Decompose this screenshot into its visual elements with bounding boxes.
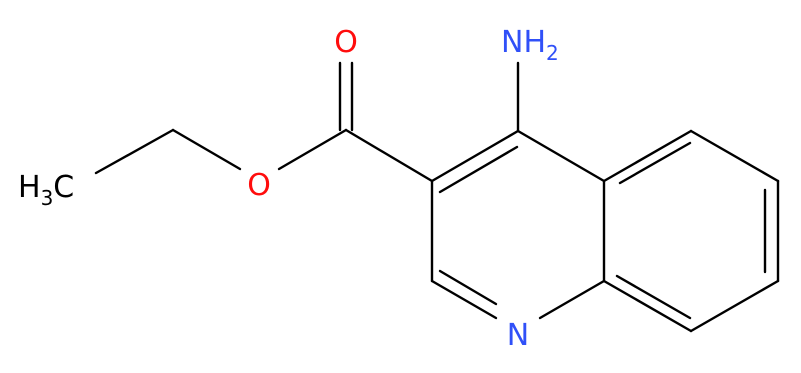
bond-c2-n1 [430,279,498,320]
methyl-group-label: H3C [18,170,74,210]
bond-c7-c8 [689,279,780,333]
amino-nh-text: NH [501,25,546,60]
bond-c4-c4a [516,129,606,183]
bond-ch2-o [171,128,242,171]
bond-c2-n1-inner [438,269,498,306]
amino-subscript: 2 [546,41,559,65]
bond-c3-c4 [430,129,520,183]
bond-c4a-c5-inner [618,141,692,185]
bond-carbonyl-c3 [344,128,434,183]
bond-c8-c8a [602,279,693,333]
amino-group-label: NH2 [501,25,559,65]
methyl-h-text: H [18,170,41,205]
bond-c8-c8a-inner [615,274,692,320]
bond-c3-c4-inner [438,145,519,194]
ester-oxygen-label: O [247,168,271,203]
methyl-subscript: 3 [41,186,54,210]
bond-n1-c8a [538,279,606,320]
bond-c5-c6 [689,129,780,183]
bond-c4a-c5 [602,129,693,183]
bond-o-carbonyl-c [277,128,348,171]
carbonyl-oxygen-label: O [334,25,358,60]
bond-ch3-ch2 [94,128,175,175]
ring-nitrogen-label: N [507,318,529,353]
methyl-c-text: C [53,170,74,205]
